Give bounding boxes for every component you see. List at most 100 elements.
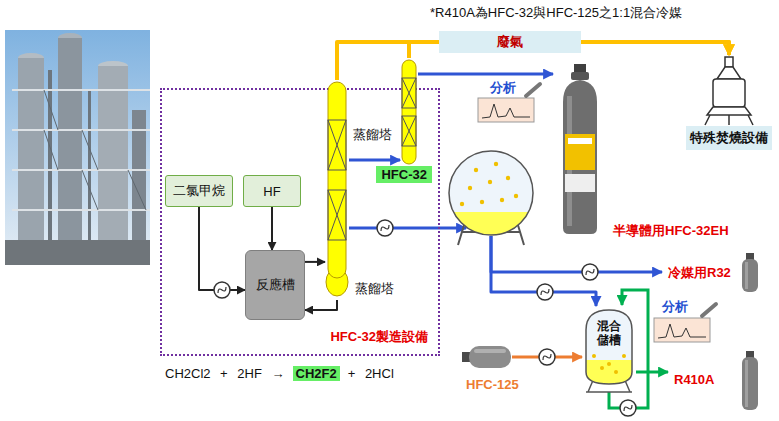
pump-symbol [214,220,636,416]
equation-term: CH2F2 [293,366,340,381]
equation-term: CH2Cl2 + 2HF → [165,366,285,381]
analysis-icon-part [654,318,710,342]
product-cylinder-shape-part [745,262,748,289]
mixing-tank-shape-part-part [592,354,596,358]
pump-impeller-part [586,269,594,275]
storage-sphere-shape-part [460,162,518,206]
distillation-column-shape-part [402,116,416,146]
product-cylinder-shape-part [742,259,758,292]
plant-photo-part [5,240,150,265]
pump-symbol-part [539,349,555,365]
storage-sphere-shape-part-part [460,202,464,206]
storage-sphere: HFC-32 [446,150,536,246]
node-text: 混合儲槽 [597,320,621,348]
mixing-tank-shape [582,306,636,392]
distillation-column-shape-part [328,120,346,170]
flow-arrow [491,236,662,272]
incinerator-shape-part-part [713,79,745,107]
distillation-column-shape-part [328,120,346,170]
pump-impeller-part [381,225,389,231]
distillation-column-shape [325,80,349,300]
node-text: HF [263,184,280,199]
mixing-tank-shape-part-part [622,354,626,358]
storage-sphere-shape-part-part [468,186,472,190]
edge-label: 廢氣 [439,31,581,53]
plant-photo-part-part [44,130,58,170]
node-text: R410A [674,372,714,387]
flow-arrow [349,227,466,230]
distillation-column: 蒸餾塔 [400,58,418,168]
mixing-tank-shape-part-part [614,370,618,374]
note-text: *R410A為HFC-32與HFC-125之1:1混合冷媒 [430,4,682,22]
analysis-label: 分析 [490,79,516,97]
storage-sphere-shape-part-part [514,194,518,198]
product-cylinder: R410A [668,350,762,412]
flow-arrow [271,207,273,250]
plant-photo-part-part [44,90,58,130]
mixing-tank-shape-part [586,360,632,384]
storage-sphere-shape [446,150,536,246]
plant-photo-part-part [82,170,98,210]
product-cylinder-shape-part [745,360,748,407]
plant-photo-part [12,90,150,210]
plant-photo-part [48,70,52,248]
incinerator-shape-part [705,115,753,125]
mixing-tank-shape-part-part [600,366,604,370]
storage-sphere-shape-part-part [488,180,492,184]
flow-arrow [349,159,400,162]
distillation-column-shape-part [328,190,346,240]
node-text: 蒸餾塔 [353,126,392,144]
gas-cylinder-shape [553,62,607,236]
pump-impeller-part [543,354,551,360]
pump-symbol-part [582,264,598,280]
flow-arrow [636,371,668,374]
product-cylinder: 冷媒用R32 [662,252,762,294]
equation-term: + 2HCl [348,366,394,381]
mixing-tank-shape-part [586,310,632,384]
pump-symbol-part [377,220,393,236]
pump-impeller-part [541,289,549,295]
node-text: 蒸餾塔 [355,280,394,298]
storage-sphere-shape-part-part [494,162,498,166]
node-text: 冷媒用R32 [668,264,731,282]
flow-arrow [305,261,325,263]
mixing-tank-shape-part [592,354,626,374]
node-text: HFC-32製造設備 [330,328,428,346]
distillation-column-shape-part [402,78,416,108]
pump-symbol-part [620,400,636,416]
node-text: HFC-125 [466,377,519,392]
storage-sphere-shape-part [449,151,533,235]
plant-photo-part-part [12,209,150,211]
gas-cylinder-shape-part [565,174,595,192]
flow-arrow [418,73,553,76]
product-cylinder-shape-part [742,357,758,410]
mixing-tank-shape-part [586,310,632,384]
pump-impeller [218,225,632,411]
distillation-column-shape-part [402,78,416,108]
node-text: 反應槽 [256,276,295,294]
node-text: 特殊焚燒設備 [686,126,772,150]
gas-cylinder-shape-part [571,72,589,80]
product-cylinder-shape-part [746,351,754,358]
plant-photo [5,30,150,265]
flow-arrow [305,300,337,310]
analysis-label: 分析 [662,298,688,316]
hfc125-cylinder-shape [462,343,512,371]
pump-symbol-part [537,284,553,300]
distillation-column-shape-part [328,82,346,278]
storage-sphere-shape-part-part [506,176,510,180]
distillation-column-shape-part [402,116,416,146]
storage-sphere-shape-part-part [500,198,504,202]
distillation-column-shape-part [328,190,346,240]
mixing-tank: 混合儲槽 [582,306,636,392]
incinerator-shape-part-part [707,107,751,115]
pump-impeller-part [624,405,632,411]
plant-photo-part [58,38,82,248]
storage-sphere-shape-part [454,212,529,235]
storage-sphere-shape-part-part [480,200,484,204]
incinerator: 特殊焚燒設備 [686,55,772,150]
pump-impeller-part [218,287,226,293]
